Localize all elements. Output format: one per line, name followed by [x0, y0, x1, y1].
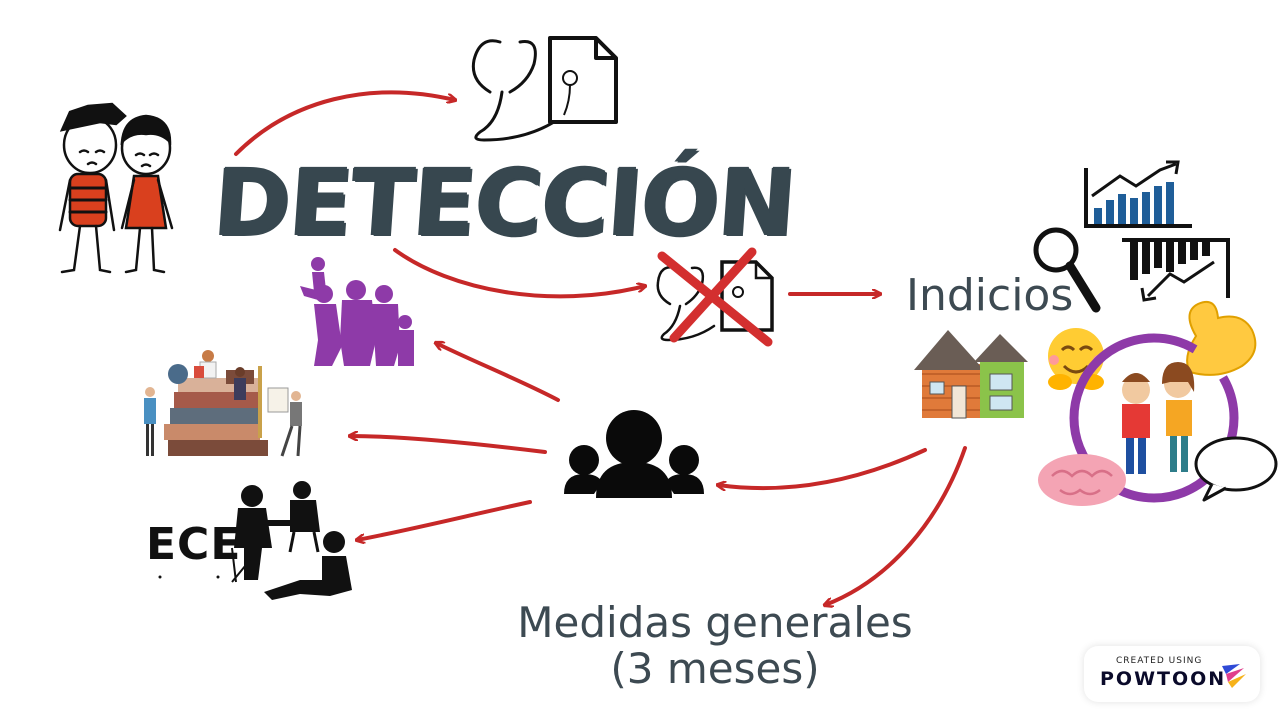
- powtoon-logo-icon: [1222, 664, 1246, 688]
- badge-created-text: CREATED USING: [1116, 656, 1203, 666]
- powtoon-badge[interactable]: CREATED USING POWTOON: [1084, 646, 1260, 702]
- indicios-label: Indicios: [906, 270, 1074, 321]
- arrow-to-family: [436, 343, 560, 402]
- document-icon: [548, 36, 618, 124]
- group-icon: [564, 410, 704, 498]
- ece-professionals-icon: [158, 481, 352, 600]
- two-kids-icon: [1069, 333, 1239, 503]
- muscle-emoji-icon: [1186, 300, 1257, 376]
- medidas-label: Medidas generales (3 meses): [500, 600, 930, 692]
- arrow-to-crossed-document: [393, 248, 645, 299]
- arrow-to-stethoscope: [234, 90, 455, 156]
- medidas-line-1: Medidas generales: [517, 598, 913, 647]
- badge-brand-text: POWTOON: [1100, 668, 1227, 690]
- arrow-house-to-medidas: [825, 446, 967, 605]
- diagram-title: DETECCIÓN: [210, 149, 799, 256]
- ece-label: ECE: [146, 519, 242, 570]
- arrows: [234, 90, 967, 605]
- family-silhouette-icon: [300, 257, 414, 366]
- bar-chart-down-icon: [1122, 238, 1230, 302]
- sad-children-icon: [58, 102, 174, 274]
- crossed-stethoscope-document-icon: [656, 247, 774, 347]
- magnifier-icon: [1033, 227, 1101, 313]
- house-icon: [914, 330, 1028, 419]
- brain-icon: [1038, 454, 1126, 506]
- arrow-to-teachers: [350, 436, 547, 454]
- arrow-to-ece: [357, 500, 532, 540]
- speech-bubble-icon: [1194, 436, 1278, 502]
- medidas-line-2: (3 meses): [610, 644, 820, 693]
- arrow-house-to-group: [718, 448, 927, 488]
- teachers-books-icon: [144, 350, 302, 457]
- bar-chart-up-icon: [1084, 160, 1192, 228]
